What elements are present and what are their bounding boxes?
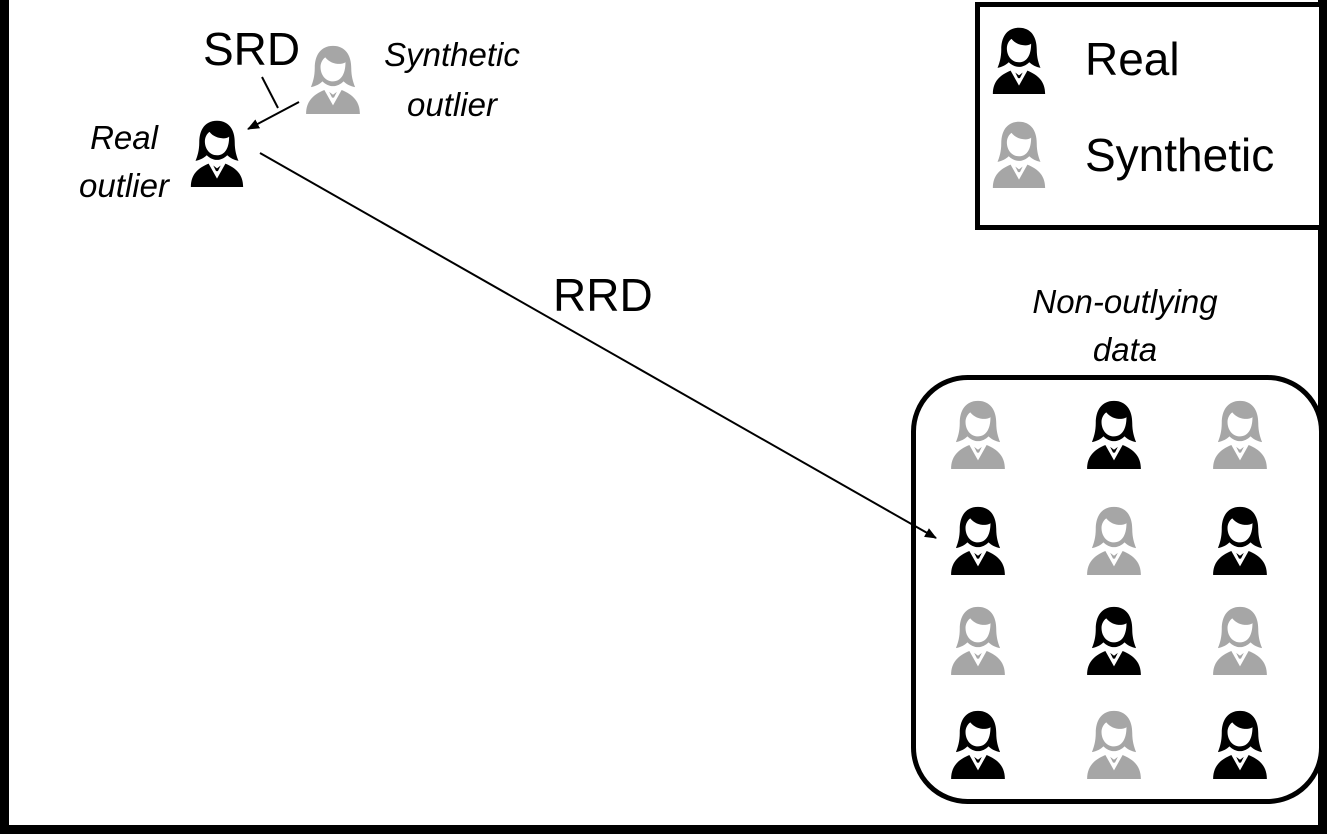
synthetic-outlier-label: Synthetic outlier xyxy=(372,30,532,130)
non-outlying-label-line1: Non-outlying xyxy=(1032,283,1218,320)
real-outlier-label-line2: outlier xyxy=(79,167,169,204)
synthetic-outlier-label-line2: outlier xyxy=(407,86,497,123)
real-outlier-label-line1: Real xyxy=(90,119,158,156)
cluster-box xyxy=(911,375,1324,804)
srd-arrow xyxy=(247,101,300,130)
legend-label-real: Real xyxy=(1085,33,1180,85)
real-outlier-icon xyxy=(190,120,244,187)
rrd-arrow xyxy=(259,152,937,539)
synthetic-outlier-label-line1: Synthetic xyxy=(384,36,520,73)
real-outlier-label: Real outlier xyxy=(62,114,186,210)
non-outlying-label-line2: data xyxy=(1092,331,1158,368)
non-outlying-label: Non-outlying data xyxy=(1005,278,1245,374)
synthetic-outlier-icon xyxy=(306,45,360,114)
srd-leader-line xyxy=(261,76,279,109)
rrd-label: RRD xyxy=(553,269,653,321)
legend-label-synthetic: Synthetic xyxy=(1085,129,1275,181)
srd-label: SRD xyxy=(203,23,301,75)
